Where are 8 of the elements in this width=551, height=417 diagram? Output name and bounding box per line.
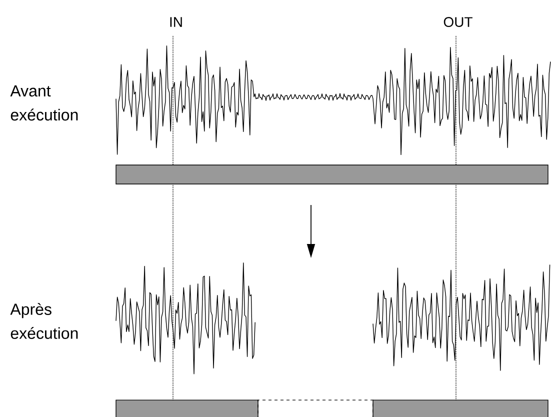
- bar: [116, 400, 258, 417]
- bar: [116, 164, 548, 184]
- row-label: Après exécution: [10, 303, 78, 339]
- removed-segment-box: [258, 400, 374, 417]
- marker-label: OUT: [444, 17, 472, 27]
- bar: [372, 400, 548, 417]
- row-label: Avant exécution: [10, 85, 78, 121]
- marker-label: IN: [170, 17, 182, 27]
